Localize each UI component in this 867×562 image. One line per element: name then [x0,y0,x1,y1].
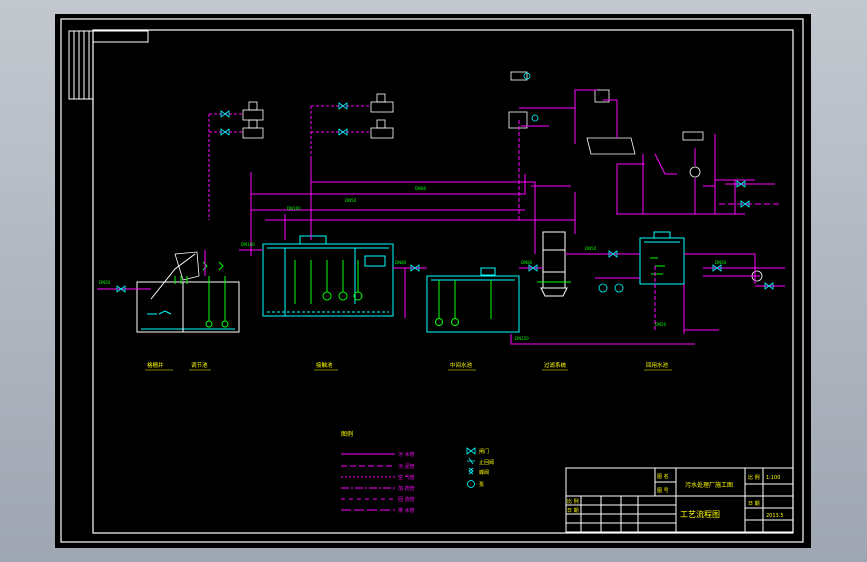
filter-column [537,231,571,297]
dosing-units [508,71,763,282]
symbol-label-3: 蝶阀 [479,469,489,476]
title-block: 图 名 图 号 污水处理厂施工图 工艺流程图 比 例 日 期 比 例 1:100… [565,467,794,533]
legend-line-6: 排 水管 [398,507,415,514]
pipe-tag-2: DN100 [241,242,255,247]
legend-line-4: 加 药管 [398,485,415,492]
tb-cell-b: 日 期 [567,508,579,514]
stage-label-intermediate: 中间水池 [450,361,473,369]
pipe-tag-11: DN50 [715,260,727,265]
blower-units [242,93,394,139]
outer-border [60,18,804,543]
equalization-tank [136,251,240,333]
pipe-network [97,89,785,345]
stage-label-equalization: 调节池 [191,361,208,369]
inner-frame [92,29,794,534]
legend-heading: 图例 [341,430,353,438]
tb-right-2: 1:100 [766,475,780,481]
valves [116,72,774,293]
symbol-label-2: 止回阀 [479,459,494,466]
legend-line-5: 回 流管 [398,496,415,503]
legend-line-3: 空 气管 [398,474,415,481]
pipe-tags: DN50 DN100 DN80 DN80 DN50 DN150 DN50 DN1… [99,186,727,341]
contact-tank [262,235,394,317]
legend: 图例 污 水管 污 泥管 空 气管 加 药管 回 流管 排 水管 [341,430,494,514]
pipe-tag-5: DN50 [585,246,597,251]
tb-project: 污水处理厂施工图 [685,481,733,489]
pipe-tag-8: DN100 [287,206,301,211]
stage-labels: 格栅井 调节池 接触池 中间水池 过滤系统 回用水池 [145,361,672,371]
process-flow-diagram: 图 名 图 号 污水处理厂施工图 工艺流程图 比 例 日 期 比 例 1:100… [60,18,804,543]
pipe-tag-1: DN50 [99,280,111,285]
reuse-tank [639,231,685,285]
drawing-sheet: 图 名 图 号 污水处理厂施工图 工艺流程图 比 例 日 期 比 例 1:100… [55,14,811,548]
drawing-title: 工艺流程图 [680,509,720,519]
tb-label-2: 图 号 [657,488,669,494]
tb-cell-a: 比 例 [567,498,579,505]
pipe-tag-9: DN80 [415,186,427,191]
pipe-tag-10: DN50 [345,198,357,203]
legend-line-1: 污 水管 [398,451,415,458]
pipe-tag-6: DN150 [515,336,529,341]
left-strip [68,30,149,100]
pipe-tag-7: DN50 [655,322,667,327]
tb-right-3: 日 期 [748,501,760,507]
tb-label-1: 图 名 [657,473,669,480]
symbol-label-4: 泵 [479,482,484,488]
pipe-tag-4: DN80 [521,260,533,265]
symbol-label-1: 闸门 [479,448,489,455]
legend-line-2: 污 泥管 [398,463,415,470]
tb-right-1: 比 例 [748,474,760,481]
stage-label-reuse: 回用水池 [646,361,669,369]
pipe-tag-3: DN80 [395,260,407,265]
stage-label-contact: 接触池 [316,361,333,369]
intermediate-tank [426,267,520,333]
stage-label-screen: 格栅井 [147,361,164,369]
tb-right-4: 2013.5 [766,513,784,519]
stage-label-filter: 过滤系统 [544,361,567,369]
